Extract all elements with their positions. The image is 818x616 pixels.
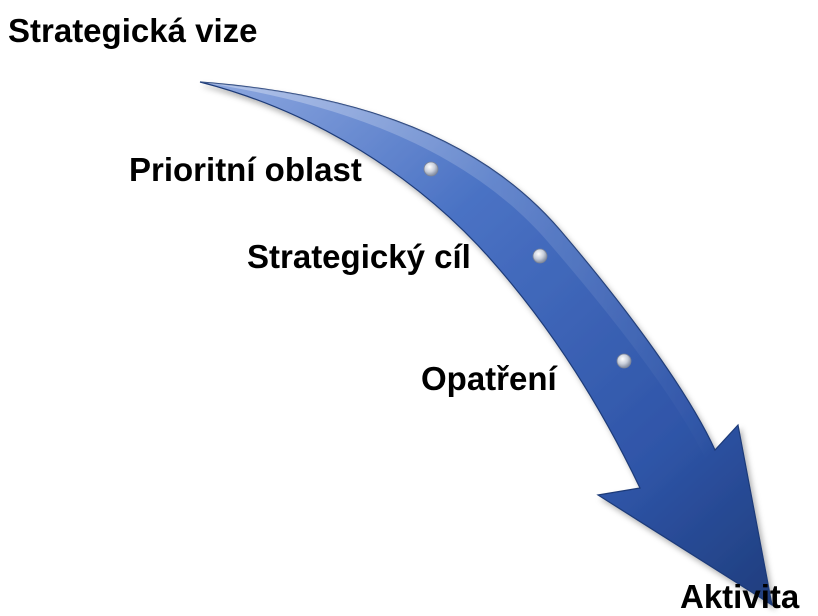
level-label-strategic-goal: Strategický cíl bbox=[247, 238, 471, 275]
level-label-vision: Strategická vize bbox=[8, 12, 258, 49]
bead-marker-icon bbox=[423, 161, 439, 177]
bead-marker-icon bbox=[532, 248, 548, 264]
bead-marker-icon bbox=[616, 353, 632, 369]
arrow-highlight bbox=[200, 82, 715, 458]
level-label-activity: Aktivita bbox=[680, 578, 800, 615]
level-label-measure: Opatření bbox=[421, 360, 557, 397]
level-label-priority-area: Prioritní oblast bbox=[129, 151, 362, 188]
